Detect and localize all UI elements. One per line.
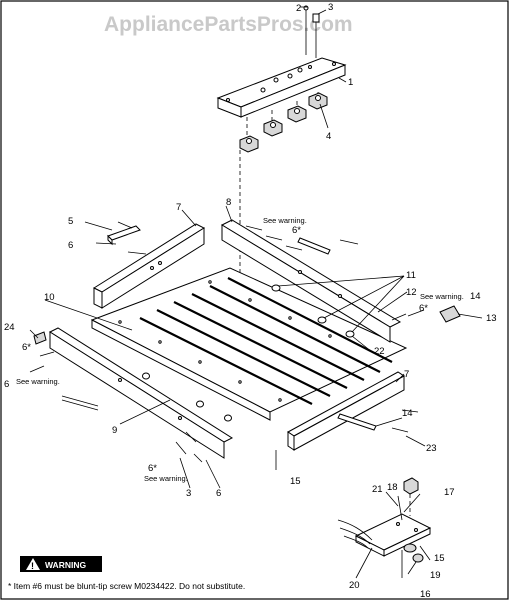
screws-part-6 xyxy=(29,221,425,470)
base-pan-part-10 xyxy=(90,267,408,421)
callout-6-star-right: 6* xyxy=(419,303,428,314)
front-rail-part-7-right xyxy=(287,371,405,451)
callout-10: 10 xyxy=(44,292,55,303)
warning-badge-bg xyxy=(20,556,102,572)
callout-6-star-top: 6* xyxy=(292,225,301,236)
callout-23: 23 xyxy=(426,443,437,454)
callout-24: 24 xyxy=(4,322,15,333)
knob-part-18 xyxy=(403,477,419,516)
callout-6-bottom: 6 xyxy=(216,488,221,499)
callout-12: 12 xyxy=(406,287,417,298)
grommet-part-11 xyxy=(271,284,355,338)
callout-11: 11 xyxy=(406,270,416,281)
callout-5: 5 xyxy=(68,216,73,227)
front-rail-part-9 xyxy=(48,327,234,459)
screw-part-3 xyxy=(312,13,320,58)
bracket-part-5 xyxy=(107,225,141,246)
callout-6-star-left: 6* xyxy=(22,342,31,353)
grommet-part-19 xyxy=(142,372,232,422)
callout-4: 4 xyxy=(326,131,331,142)
callout-3: 3 xyxy=(328,2,333,13)
callout-13: 13 xyxy=(486,313,497,324)
bracket-part-14-top xyxy=(297,237,331,255)
warning-badge: ! WARNING xyxy=(20,556,102,572)
callout-1: 1 xyxy=(348,77,353,88)
see-warning-label-4: See warning. xyxy=(144,474,188,483)
callout-7-right: 7 xyxy=(404,369,409,380)
callout-9: 9 xyxy=(112,425,117,436)
leader-lines xyxy=(29,6,483,579)
callout-8-top: 8 xyxy=(226,197,231,208)
clip-part-24 xyxy=(33,331,47,345)
callout-20: 20 xyxy=(349,580,360,591)
side-rail-part-7-left xyxy=(92,223,206,309)
see-warning-label-2: See warning. xyxy=(420,292,464,301)
callout-6-star-bottom: 6* xyxy=(148,463,157,474)
warning-label: WARNING xyxy=(45,560,86,570)
callout-14-bottom: 14 xyxy=(402,408,413,419)
callout-21: 21 xyxy=(372,484,383,495)
callout-17: 17 xyxy=(444,487,455,498)
rod-part-9 xyxy=(61,395,99,411)
terminal-block-part-17 xyxy=(354,513,432,557)
spacer-part-4 xyxy=(239,92,328,153)
control-bracket-part-1 xyxy=(216,57,347,118)
see-warning-label-1: See warning. xyxy=(263,216,307,225)
callout-15-bottom: 15 xyxy=(434,553,445,564)
footnote-text: * Item #6 must be blunt-tip screw M02344… xyxy=(8,581,245,591)
callout-6-left-top: 6 xyxy=(68,240,73,251)
watermark-text: AppliancePartsPros.com xyxy=(104,13,353,36)
bracket-part-14-bottom xyxy=(337,413,377,431)
callout-2: 2 xyxy=(296,3,301,14)
callout-6-left: 6 xyxy=(4,379,9,390)
clip-part-13 xyxy=(439,305,461,323)
see-warning-label-3: See warning. xyxy=(16,377,60,386)
screw-part-2 xyxy=(303,5,309,55)
callout-22: 22 xyxy=(374,346,385,357)
callout-14-right: 14 xyxy=(470,291,481,302)
callout-19: 19 xyxy=(430,570,441,581)
warning-triangle-icon xyxy=(26,558,40,570)
callout-15-top: 15 xyxy=(290,476,301,487)
callout-18: 18 xyxy=(387,482,398,493)
screw-part-21 xyxy=(397,495,403,521)
wire-harness-part-20 xyxy=(337,519,373,549)
callout-3-bottom: 3 xyxy=(186,488,191,499)
callout-7-top: 7 xyxy=(176,202,181,213)
exclamation-icon: ! xyxy=(31,561,34,571)
fitting-part-19 xyxy=(401,543,424,578)
callout-16: 16 xyxy=(420,589,431,600)
